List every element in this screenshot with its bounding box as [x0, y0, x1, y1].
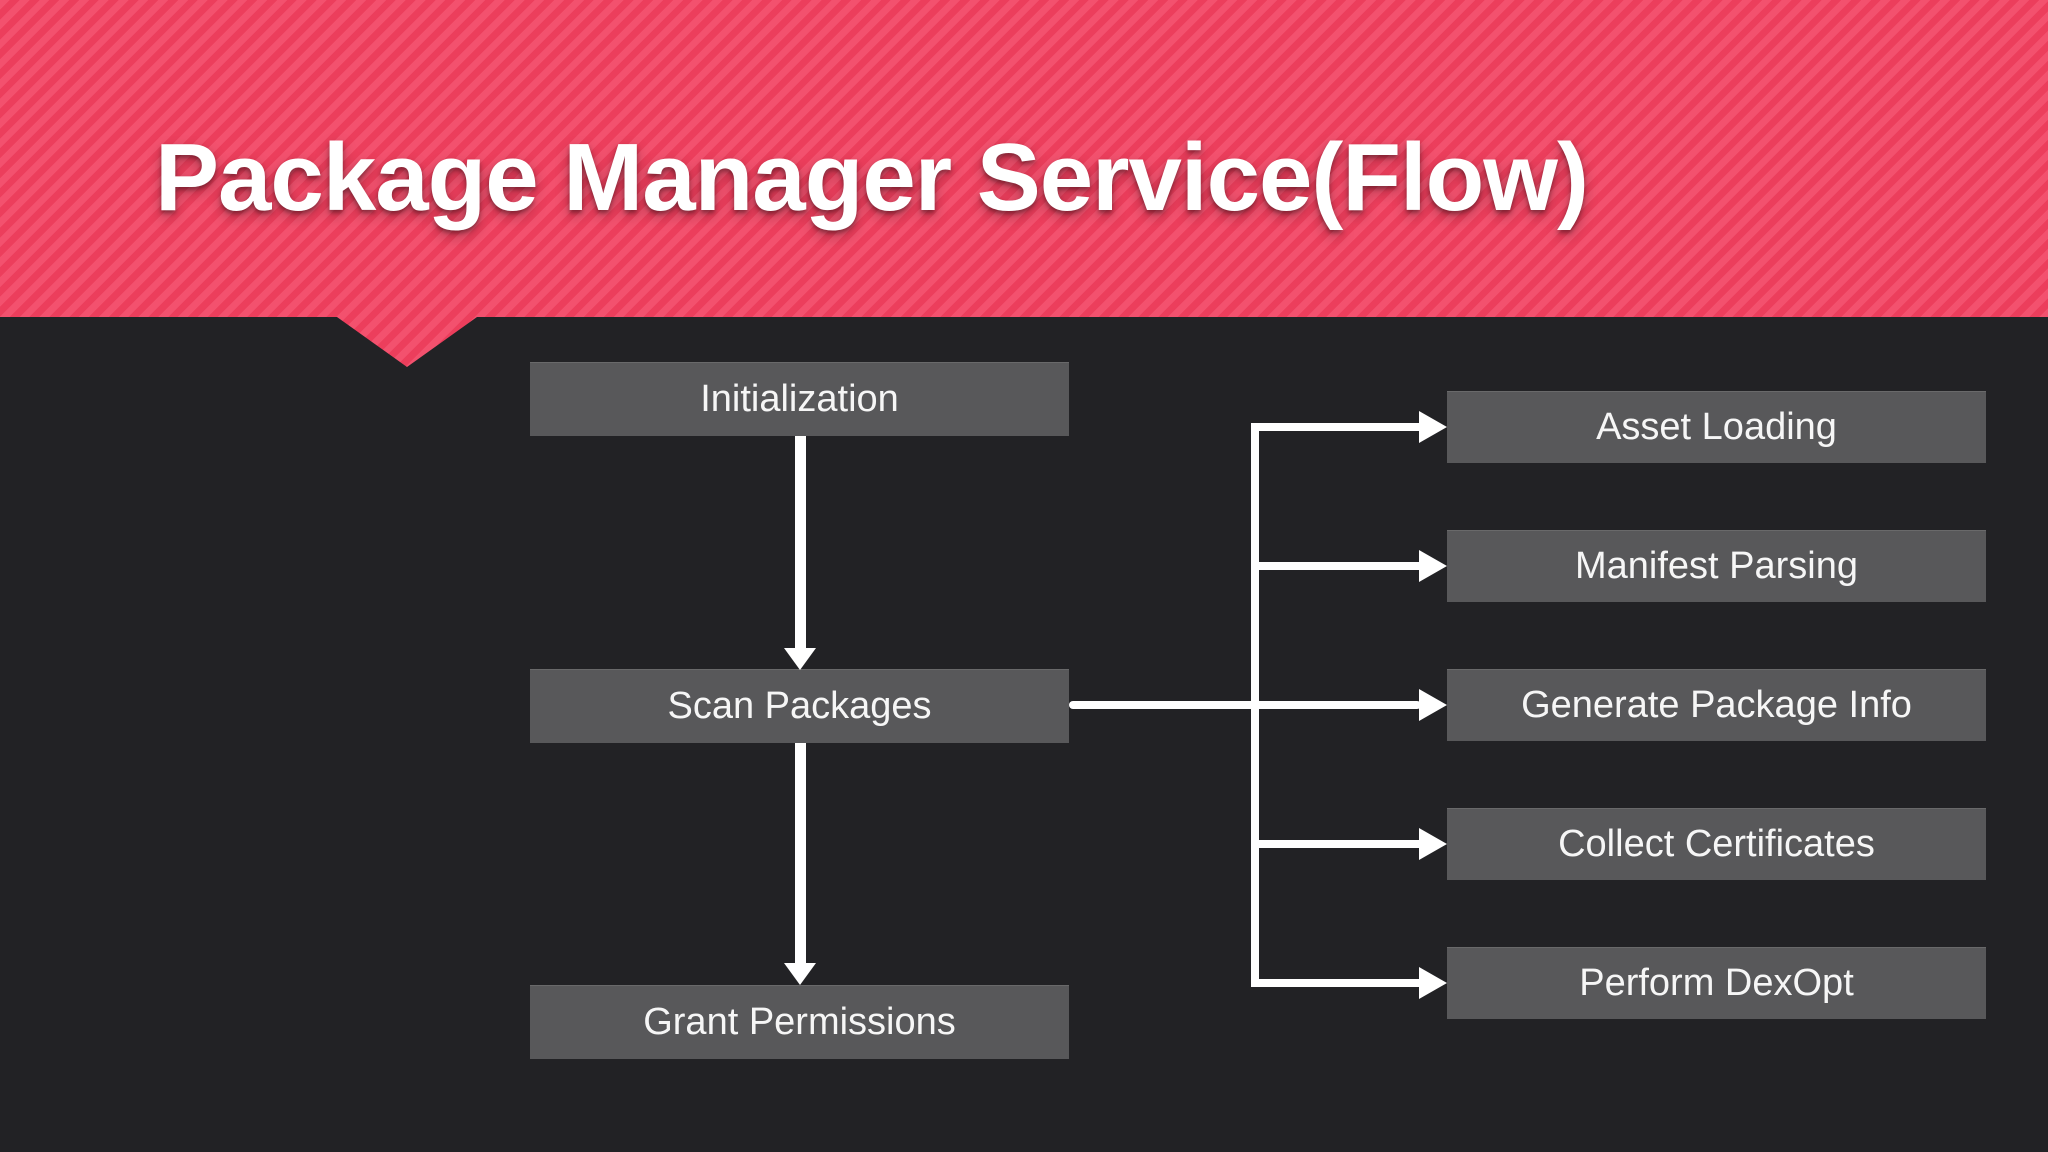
slide-title: Package Manager Service(Flow) [155, 124, 1589, 231]
flow-node-perform-dexopt: Perform DexOpt [1447, 947, 1986, 1019]
arrowhead-down-icon [784, 648, 816, 670]
branch-line-perform-dexopt [1255, 979, 1421, 987]
flow-node-generate-package-info: Generate Package Info [1447, 669, 1986, 741]
title-banner [0, 0, 2048, 367]
flow-node-label: Initialization [700, 377, 899, 420]
branch-line-asset-loading [1255, 423, 1421, 431]
flow-node-label: Generate Package Info [1521, 683, 1912, 726]
flow-node-collect-certificates: Collect Certificates [1447, 808, 1986, 880]
flow-node-scan-packages: Scan Packages [530, 669, 1069, 743]
flow-node-initialization: Initialization [530, 362, 1069, 436]
flow-node-asset-loading: Asset Loading [1447, 391, 1986, 463]
flow-node-grant-permissions: Grant Permissions [530, 985, 1069, 1059]
arrowhead-right-icon [1419, 550, 1447, 582]
flow-node-label: Scan Packages [667, 684, 932, 727]
edge-scan-to-grant-line [795, 743, 806, 963]
branch-line-collect-certificates [1255, 840, 1421, 848]
arrowhead-right-icon [1419, 967, 1447, 999]
flow-node-manifest-parsing: Manifest Parsing [1447, 530, 1986, 602]
edge-initialization-to-scan-line [795, 436, 806, 648]
flow-node-label: Collect Certificates [1558, 822, 1875, 865]
branch-line-manifest-parsing [1255, 562, 1421, 570]
edge-scan-to-right-feed-line [1069, 701, 1421, 709]
arrowhead-right-icon [1419, 411, 1447, 443]
arrowhead-down-icon [784, 963, 816, 985]
flow-node-label: Grant Permissions [643, 1000, 956, 1043]
arrowhead-right-icon [1419, 828, 1447, 860]
flow-node-label: Manifest Parsing [1574, 544, 1858, 587]
flow-node-label: Perform DexOpt [1579, 961, 1854, 1004]
arrowhead-right-icon [1419, 689, 1447, 721]
fanout-trunk-line [1251, 423, 1259, 987]
flow-node-label: Asset Loading [1596, 405, 1837, 448]
